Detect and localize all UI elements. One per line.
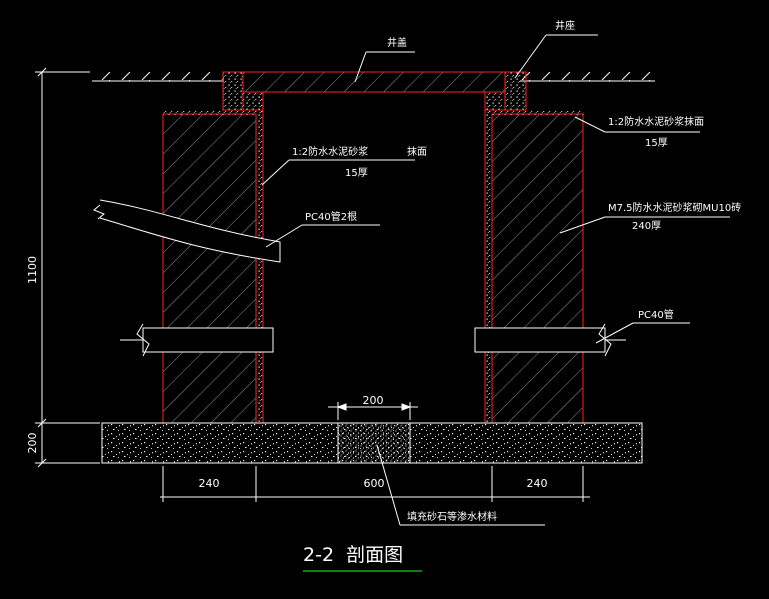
plaster-left-label: 1:2防水水泥砂浆 <box>292 145 368 158</box>
wall-thickness: 240厚 <box>632 220 661 232</box>
horizontal-pipe-left <box>120 323 274 357</box>
dim-right-wall: 240 <box>527 477 548 490</box>
plaster-right-label: 1:2防水水泥砂浆抹面 <box>608 115 704 128</box>
ground-line <box>92 72 655 82</box>
pipe-right-label: PC40管 <box>638 308 674 321</box>
plaster-left-thickness: 15厚 <box>345 167 368 179</box>
drawing-title: 2-2 剖面图 <box>303 544 403 566</box>
seat-label: 井座 <box>555 19 575 32</box>
wall-label: M7.5防水水泥砂浆砌MU10砖 <box>608 201 741 214</box>
plaster-right-thickness: 15厚 <box>645 137 668 149</box>
left-pipe <box>93 199 281 263</box>
plaster-left-label-b: 抹面 <box>407 145 427 158</box>
dimension-lines <box>35 67 590 502</box>
dim-gap: 200 <box>363 394 384 407</box>
dim-left-wall: 240 <box>199 477 220 490</box>
cover-label: 井盖 <box>387 36 407 49</box>
right-wall <box>491 113 584 424</box>
left-wall <box>162 113 257 424</box>
dim-height: 1100 <box>26 256 39 284</box>
well-cover <box>242 71 506 93</box>
leader-lines <box>261 34 730 526</box>
base-slab <box>101 422 643 464</box>
pipe-left-label: PC40管2根 <box>305 210 357 223</box>
horizontal-pipe-right <box>474 323 626 357</box>
dim-base: 200 <box>26 433 39 454</box>
fill-material-label: 填充砂石等渗水材料 <box>407 510 497 523</box>
dim-inner: 600 <box>364 477 385 490</box>
